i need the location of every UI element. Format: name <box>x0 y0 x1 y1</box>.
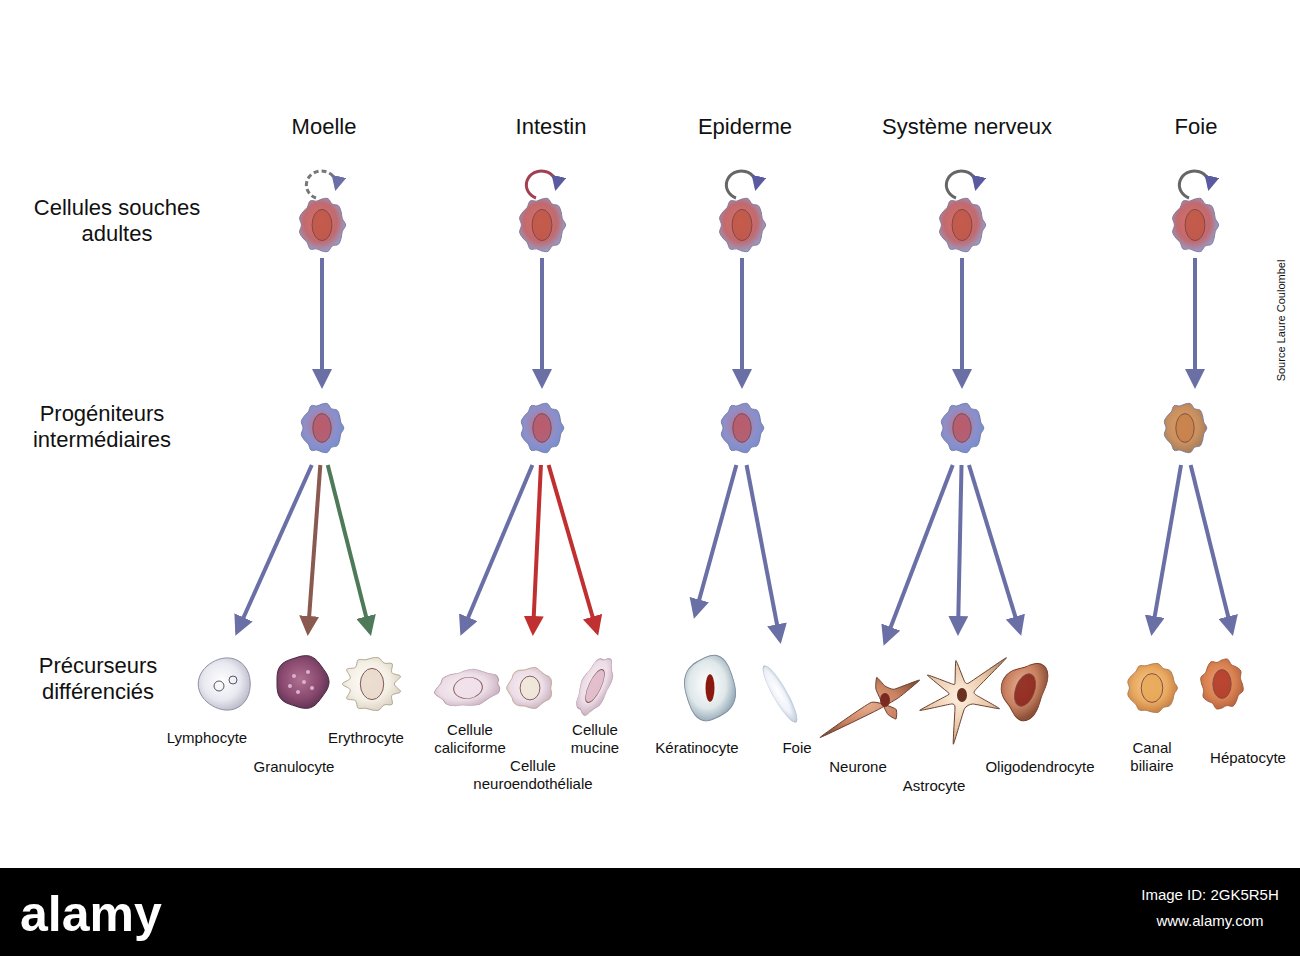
cell-label-node: Astrocyte <box>903 777 966 795</box>
neuron-cell <box>820 677 920 737</box>
cell-name: Lymphocyte <box>167 729 247 747</box>
stem-cell <box>940 198 986 251</box>
differentiation-arrow <box>308 465 320 632</box>
differentiation-arrow <box>747 465 780 640</box>
stem-cell <box>300 198 346 251</box>
cell-name: Oligodendrocyte <box>985 758 1094 776</box>
self-renewal-arrow <box>946 171 976 198</box>
self-renewal-arrow <box>1179 171 1209 198</box>
self-renewal-arrow <box>306 171 336 198</box>
differentiation-arrow <box>885 465 953 642</box>
stem-cell <box>1173 198 1219 251</box>
cell-name: Foie <box>782 739 811 757</box>
cell-label-node: Granulocyte <box>254 758 335 776</box>
erythrocyte-cell <box>342 658 400 711</box>
astrocyte-cell <box>920 658 1007 745</box>
differentiation-arrow <box>1152 465 1181 632</box>
stem-cell <box>520 198 566 251</box>
lymphocyte-cell <box>198 658 250 710</box>
differentiation-arrow <box>549 465 597 632</box>
differentiation-arrow <box>740 258 744 385</box>
mucin-cell <box>569 652 620 720</box>
cell-label-node: Oligodendrocyte <box>985 758 1094 776</box>
differentiation-arrow <box>1193 258 1197 385</box>
cell-name: Erythrocyte <box>328 729 404 747</box>
column-header: Moelle <box>292 114 357 140</box>
differentiation-arrow <box>533 465 541 632</box>
source-credit: Source Laure Coulombel <box>1276 259 1289 381</box>
cell-label-node: Neurone <box>829 758 887 776</box>
differentiation-arrow <box>462 465 532 632</box>
column-header: Système nerveux <box>882 114 1052 140</box>
goblet-cell <box>432 666 502 711</box>
cell-name: Hépatocyte <box>1210 749 1286 767</box>
hepatocyte-cell <box>1201 659 1244 709</box>
footer-bar <box>0 868 1300 956</box>
row-label: Progéniteurs intermédiaires <box>7 401 197 453</box>
progenitor-cell <box>941 403 984 452</box>
cell-label-node: Foie <box>782 739 811 757</box>
stem-cell <box>720 198 766 251</box>
progenitor-cell <box>301 403 344 452</box>
differentiation-arrow <box>237 465 312 632</box>
differentiation-arrow <box>969 465 1020 632</box>
differentiation-arrow <box>960 258 964 385</box>
differentiation-arrow <box>328 465 370 632</box>
cell-label-node: Erythrocyte <box>328 729 404 747</box>
granulocyte-cell <box>277 656 329 709</box>
image-id: Image ID: 2GK5R5H <box>1141 886 1279 904</box>
cell-name: Neurone <box>829 758 887 776</box>
row-label: Précurseurs différenciés <box>3 653 193 705</box>
differentiation-arrow <box>320 258 324 385</box>
cell-label-node: Hépatocyte <box>1210 749 1286 767</box>
cell-label-node: Kératinocyte <box>655 739 738 757</box>
watermark-url: www.alamy.com <box>1156 912 1263 930</box>
differentiation-arrow <box>1191 465 1232 632</box>
column-header: Intestin <box>516 114 587 140</box>
cell-name: Cellule neuroendothéliale <box>458 757 608 793</box>
column-header: Foie <box>1175 114 1218 140</box>
cell-label-node: Cellule neuroendothéliale <box>458 757 608 793</box>
progenitor-cell <box>521 403 564 452</box>
self-renewal-arrow <box>526 171 556 198</box>
oligodendrocyte-cell <box>992 654 1052 725</box>
neuroendothelial-cell <box>507 668 552 709</box>
cell-name: Granulocyte <box>254 758 335 776</box>
column-header: Epiderme <box>698 114 792 140</box>
differentiation-arrow <box>695 465 736 615</box>
cell-name: Cellule caliciforme <box>425 721 515 757</box>
cell-name: Astrocyte <box>903 777 966 795</box>
keratinocyte-cell <box>684 655 735 720</box>
differentiation-arrow <box>540 258 544 385</box>
liver-skin-cell <box>758 663 802 725</box>
row-label: Cellules souches adultes <box>7 195 227 247</box>
progenitor-cell <box>1164 403 1207 452</box>
differentiation-arrow <box>958 465 962 632</box>
cell-label-node: Lymphocyte <box>167 729 247 747</box>
watermark-logo: alamy <box>20 884 162 944</box>
cell-name: Cellule mucine <box>560 721 630 757</box>
cell-label-node: Cellule mucine <box>560 721 630 757</box>
cell-label-node: Canal biliaire <box>1119 739 1185 775</box>
self-renewal-arrow <box>726 171 756 198</box>
progenitor-cell <box>721 403 764 452</box>
bile-duct-cell <box>1128 663 1178 712</box>
cell-name: Canal biliaire <box>1119 739 1185 775</box>
cell-label-node: Cellule caliciforme <box>425 721 515 757</box>
cell-name: Kératinocyte <box>655 739 738 757</box>
